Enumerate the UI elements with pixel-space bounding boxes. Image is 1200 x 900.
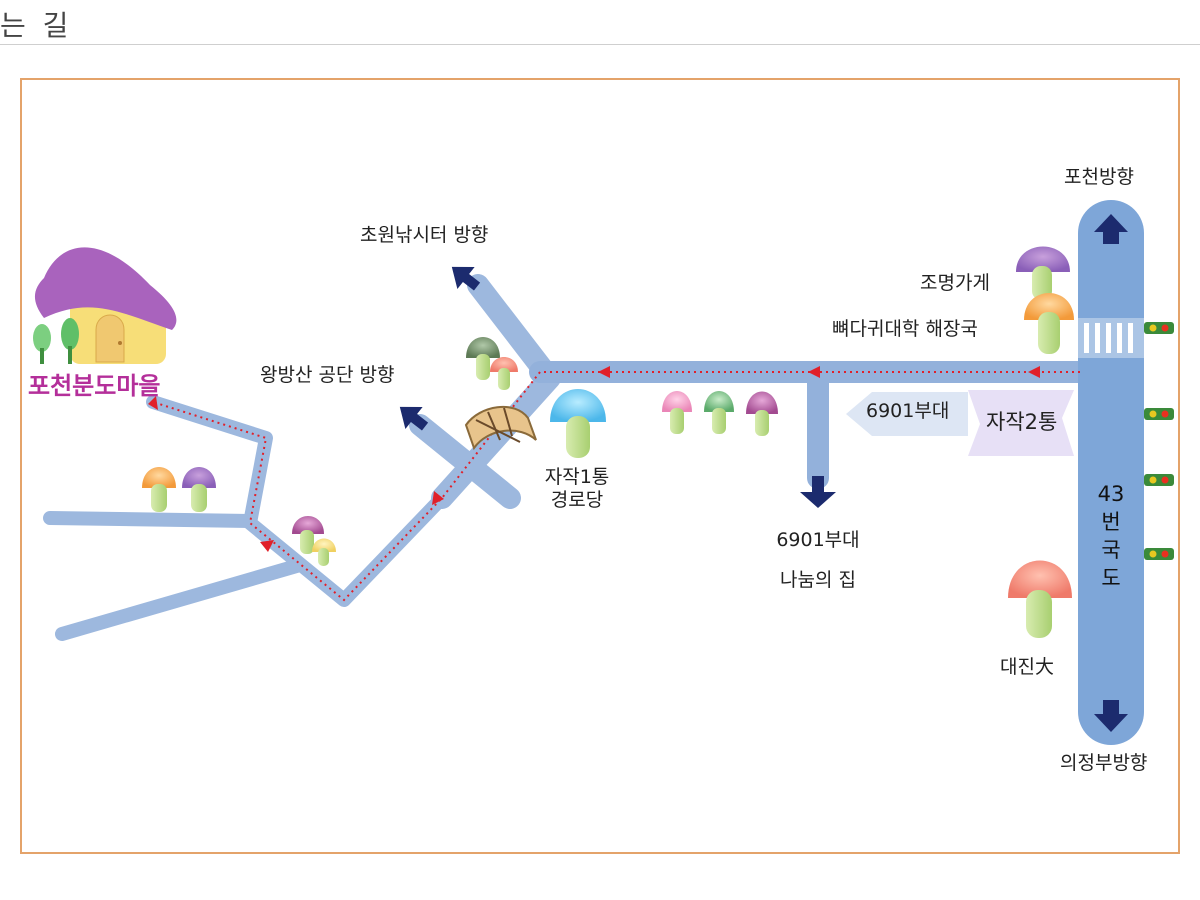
road-diagonal bbox=[431, 367, 561, 509]
mushroom-icon bbox=[662, 391, 692, 434]
route-arrow-icon bbox=[808, 366, 820, 378]
route-arrow-icon bbox=[1028, 366, 1040, 378]
highway-43 bbox=[1078, 200, 1144, 745]
lamp-store-label: 조명가게 bbox=[920, 272, 990, 294]
haejangguk-label: 뼈다귀대학 해장국 bbox=[832, 318, 978, 340]
road-west-upper bbox=[43, 511, 257, 528]
mushroom-icon bbox=[490, 357, 518, 390]
traffic-light-icon bbox=[1144, 474, 1174, 486]
unit-6901-sign-label: 6901부대 bbox=[866, 400, 950, 422]
road-to-wangbangsan bbox=[409, 414, 521, 509]
route-line bbox=[152, 371, 1080, 602]
sharing-line1: 6901부대 bbox=[776, 529, 860, 551]
sign-jajak2 bbox=[968, 390, 1074, 456]
route-arrow-icon bbox=[432, 491, 444, 505]
house-icon bbox=[34, 247, 177, 364]
direction-arrows bbox=[399, 214, 1128, 732]
arrow-down-icon bbox=[800, 476, 836, 508]
page-header: 는 길 bbox=[0, 0, 1200, 45]
pocheon-direction-label: 포천방향 bbox=[1064, 166, 1134, 188]
mushroom-icon bbox=[550, 389, 606, 458]
tree-icon bbox=[33, 324, 51, 364]
route-43-label: 43 번 국 도 bbox=[1094, 480, 1128, 592]
road-to-chowon bbox=[467, 274, 556, 383]
mushroom-icon bbox=[312, 538, 336, 566]
sharing-house-label: 6901부대 나눔의 집 bbox=[758, 520, 878, 600]
mushroom-icon bbox=[142, 467, 176, 512]
traffic-light-icon bbox=[1144, 548, 1174, 560]
mushroom-icon bbox=[746, 391, 778, 436]
route-arrow-icon bbox=[148, 396, 158, 410]
route-43-char: 번 bbox=[1101, 510, 1121, 534]
mushroom-icon bbox=[466, 337, 500, 380]
route-arrow-icon bbox=[260, 540, 274, 552]
mushroom-icon bbox=[704, 391, 734, 434]
bridge-icon bbox=[464, 405, 537, 451]
jajak1-line1: 자작1통 bbox=[544, 466, 610, 488]
arrow-northwest-icon bbox=[451, 266, 481, 291]
mushroom-icon bbox=[292, 516, 324, 554]
route-arrowheads bbox=[148, 366, 1040, 552]
jajak2-label: 자작2통 bbox=[986, 410, 1058, 434]
route-43-char: 국 bbox=[1101, 538, 1121, 562]
traffic-lights bbox=[1144, 322, 1174, 560]
route-43-char: 도 bbox=[1101, 566, 1121, 590]
arrow-up-icon bbox=[1094, 214, 1128, 244]
mushroom-icon bbox=[182, 467, 216, 512]
tree-icon bbox=[61, 318, 79, 364]
traffic-light-icon bbox=[1144, 322, 1174, 334]
route-43-char: 43 bbox=[1097, 482, 1125, 506]
mushroom-icon bbox=[1008, 560, 1072, 638]
arrow-down-icon bbox=[1094, 700, 1128, 732]
traffic-light-icon bbox=[1144, 408, 1174, 420]
wangbangsan-label: 왕방산 공단 방향 bbox=[260, 364, 395, 386]
sign-6901 bbox=[846, 392, 968, 436]
page-title: 는 길 bbox=[0, 9, 73, 42]
crosswalk bbox=[1078, 318, 1144, 358]
mushroom-icon bbox=[1016, 246, 1070, 300]
map-frame bbox=[20, 78, 1180, 854]
road-west-lower bbox=[55, 558, 307, 641]
mushroom-icon bbox=[1024, 293, 1074, 354]
daejin-university-label: 대진大 bbox=[1000, 656, 1054, 678]
uijeongbu-direction-label: 의정부방향 bbox=[1060, 752, 1148, 774]
jajak1-senior-center-label: 자작1통 경로당 bbox=[532, 466, 622, 512]
arrow-northwest-icon bbox=[399, 406, 429, 431]
sharing-line2: 나눔의 집 bbox=[780, 569, 856, 591]
chowon-fishing-label: 초원낚시터 방향 bbox=[360, 224, 489, 246]
route-arrow-icon bbox=[598, 366, 610, 378]
village-label: 포천분도마을 bbox=[28, 372, 161, 400]
jajak1-line2: 경로당 bbox=[550, 488, 604, 511]
